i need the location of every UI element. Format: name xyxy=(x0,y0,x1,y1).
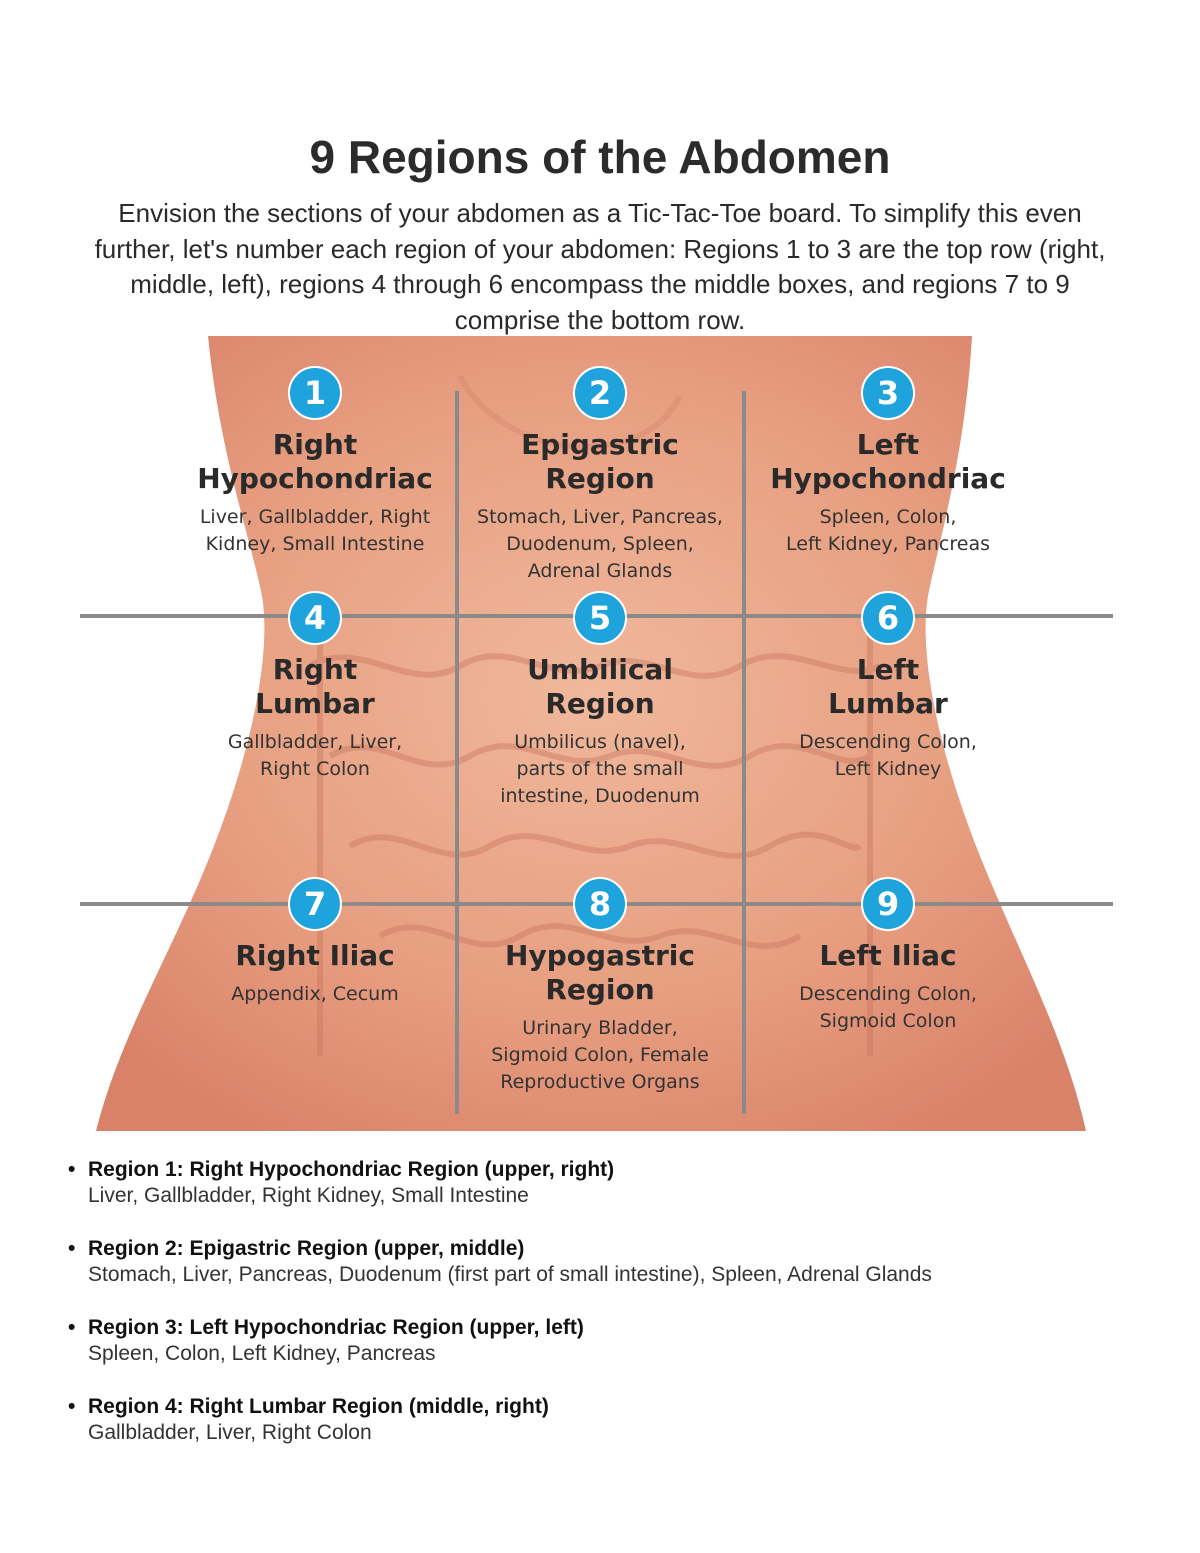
list-item: • Region 2: Epigastric Region (upper, mid… xyxy=(68,1235,1148,1288)
region-3-cell: 3 Left Hypochondriac Spleen, Colon, Left… xyxy=(748,366,1028,558)
list-item: • Region 1: Right Hypochondriac Region (u… xyxy=(68,1156,1148,1209)
bullet: • xyxy=(68,1395,76,1418)
region-name: Left Iliac xyxy=(819,939,957,972)
bullet: • xyxy=(68,1316,76,1339)
list-item-heading: Region 2: Epigastric Region (upper, midd… xyxy=(88,1237,525,1260)
torso-silhouette xyxy=(96,336,1086,1131)
list-item: • Region 4: Right Lumbar Region (middle, … xyxy=(68,1393,1148,1446)
list-item-heading: Region 3: Left Hypochondriac Region (upp… xyxy=(88,1316,584,1339)
abdomen-diagram: 1 Right Hypochondriac Liver, Gallbladder… xyxy=(80,336,1115,1131)
list-item: • Region 3: Left Hypochondriac Region (up… xyxy=(68,1314,1148,1367)
region-organs: Descending Colon, Sigmoid Colon xyxy=(799,983,977,1032)
region-5-cell: 5 Umbilical Region Umbilicus (navel), pa… xyxy=(460,591,740,810)
region-organs: Umbilicus (navel), parts of the small in… xyxy=(500,731,700,807)
region-organs: Appendix, Cecum xyxy=(231,983,399,1005)
bullet: • xyxy=(68,1158,76,1181)
region-number-badge: 1 xyxy=(288,366,342,420)
region-number-badge: 8 xyxy=(573,877,627,931)
region-name: Hypogastric Region xyxy=(505,939,695,1006)
region-8-cell: 8 Hypogastric Region Urinary Bladder, Si… xyxy=(460,877,740,1096)
region-number-badge: 9 xyxy=(861,877,915,931)
intestine-texture xyxy=(308,374,882,1056)
region-organs: Stomach, Liver, Pancreas, Duodenum, Sple… xyxy=(477,506,723,582)
region-number-badge: 2 xyxy=(573,366,627,420)
region-2-cell: 2 Epigastric Region Stomach, Liver, Panc… xyxy=(460,366,740,585)
region-number-badge: 7 xyxy=(288,877,342,931)
bullet: • xyxy=(68,1237,76,1260)
region-7-cell: 7 Right Iliac Appendix, Cecum xyxy=(175,877,455,1008)
list-item-organs: Stomach, Liver, Pancreas, Duodenum (firs… xyxy=(88,1263,932,1286)
region-9-cell: 9 Left Iliac Descending Colon, Sigmoid C… xyxy=(748,877,1028,1035)
region-organs: Urinary Bladder, Sigmoid Colon, Female R… xyxy=(491,1017,709,1093)
list-item-heading: Region 4: Right Lumbar Region (middle, r… xyxy=(88,1395,549,1418)
region-name: Left Hypochondriac xyxy=(770,428,1006,495)
region-6-cell: 6 Left Lumbar Descending Colon, Left Kid… xyxy=(748,591,1028,783)
region-organs: Descending Colon, Left Kidney xyxy=(799,731,977,780)
region-number-badge: 4 xyxy=(288,591,342,645)
intro-paragraph: Envision the sections of your abdomen as… xyxy=(94,198,1106,335)
region-name: Umbilical Region xyxy=(527,653,673,720)
list-item-organs: Liver, Gallbladder, Right Kidney, Small … xyxy=(88,1184,529,1207)
region-4-cell: 4 Right Lumbar Gallbladder, Liver, Right… xyxy=(175,591,455,783)
region-organs: Spleen, Colon, Left Kidney, Pancreas xyxy=(786,506,990,555)
region-1-cell: 1 Right Hypochondriac Liver, Gallbladder… xyxy=(175,366,455,558)
page-title: 9 Regions of the Abdomen xyxy=(309,131,891,183)
region-name: Right Lumbar xyxy=(255,653,375,720)
region-number-badge: 3 xyxy=(861,366,915,420)
region-number-badge: 6 xyxy=(861,591,915,645)
region-list: • Region 1: Right Hypochondriac Region (u… xyxy=(68,1156,1148,1472)
region-name: Left Lumbar xyxy=(828,653,948,720)
region-name: Right Iliac xyxy=(235,939,395,972)
region-name: Epigastric Region xyxy=(521,428,679,495)
list-item-heading: Region 1: Right Hypochondriac Region (up… xyxy=(88,1158,615,1181)
region-number-badge: 5 xyxy=(573,591,627,645)
list-item-organs: Spleen, Colon, Left Kidney, Pancreas xyxy=(88,1342,436,1365)
region-organs: Gallbladder, Liver, Right Colon xyxy=(227,731,403,780)
region-name: Right Hypochondriac xyxy=(197,428,433,495)
list-item-organs: Gallbladder, Liver, Right Colon xyxy=(88,1421,372,1444)
region-organs: Liver, Gallbladder, Right Kidney, Small … xyxy=(199,506,431,555)
